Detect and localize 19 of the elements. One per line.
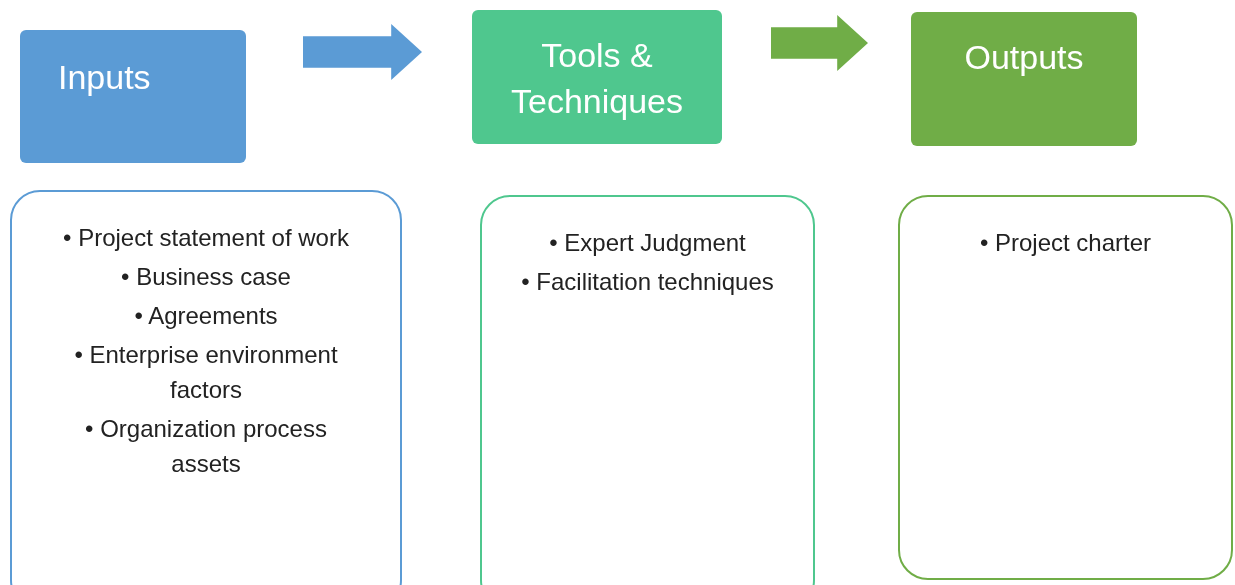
list-item: • Project charter — [978, 228, 1153, 258]
list-item: • Facilitation techniques — [520, 267, 775, 297]
stage-title: Tools & Techniques — [510, 35, 684, 122]
list-panel — [10, 190, 402, 585]
stage-box — [20, 30, 246, 163]
block-arrow — [303, 24, 422, 80]
list-item: • Organization process assets — [84, 414, 328, 479]
list-item: • Business case — [120, 262, 292, 292]
list-item: • Expert Judgment — [548, 228, 747, 258]
stage-box — [911, 12, 1137, 146]
list-item: • Enterprise environment factors — [73, 340, 339, 405]
list-item: • Agreements — [133, 301, 279, 331]
stage-title: Inputs — [58, 57, 151, 98]
list-panel — [898, 195, 1233, 580]
list-item: • Project statement of work — [62, 223, 350, 253]
stage-title: Outputs — [964, 37, 1084, 78]
block-arrow — [771, 15, 868, 71]
stage-box — [472, 10, 722, 144]
list-panel — [480, 195, 815, 585]
